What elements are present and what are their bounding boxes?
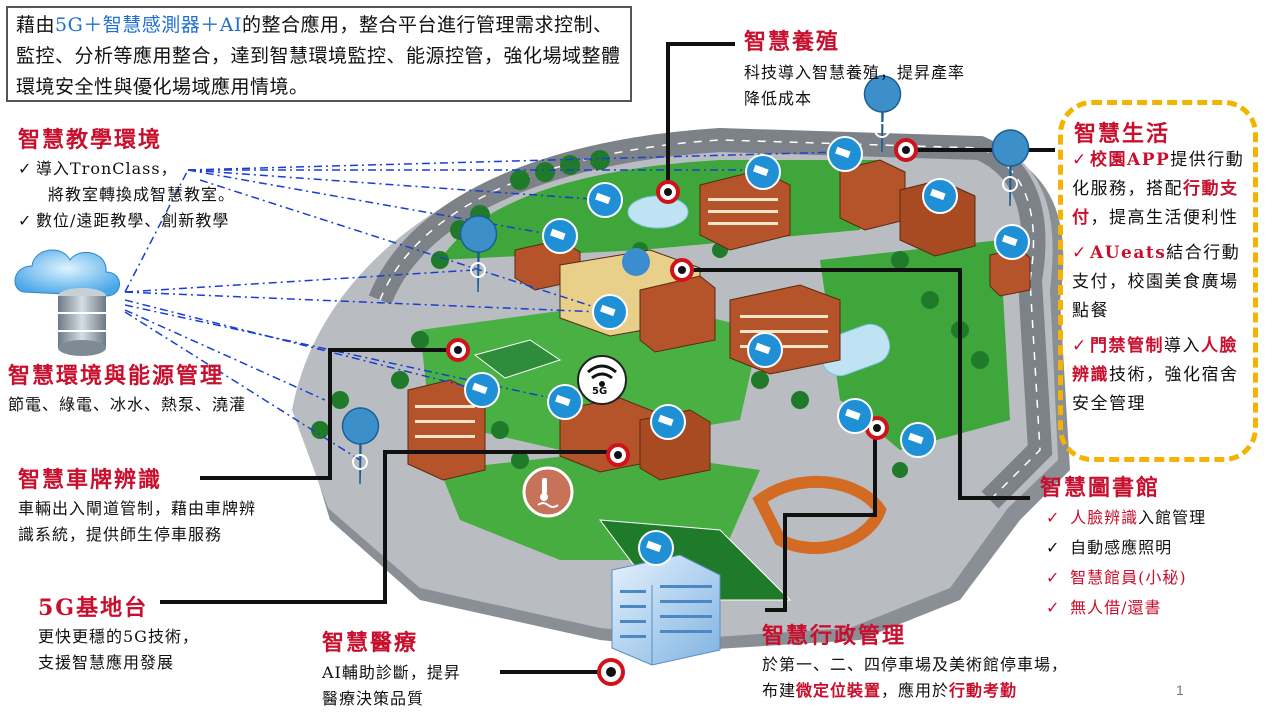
network-dashed-lines xyxy=(124,151,841,461)
check-icon: ✓ xyxy=(1072,150,1088,170)
running-track xyxy=(752,475,887,554)
energy-line1: 節電、綠電、冰水、熱泵、澆灌 xyxy=(8,395,247,414)
intro-box: 藉由5G＋智慧感測器＋AI的整合應用，整合平台進行管理需求控制、監控、分析等應用… xyxy=(6,6,632,102)
callout-lines xyxy=(160,42,1055,674)
cloud-server-icon xyxy=(14,249,120,356)
life-hl-aueats: AUeats xyxy=(1090,243,1167,263)
plate-desc: 車輛出入閘道管制，藉由車牌辨 識系統，提供師生停車服務 xyxy=(18,496,256,548)
admin-desc: 於第一、二、四停車場及美術館停車場， 布建微定位裝置，應用於行動考勤 xyxy=(762,652,1068,704)
medical-line2: 醫療決策品質 xyxy=(322,689,425,708)
admin-line2-pre: 布建 xyxy=(762,681,797,700)
life-hl-access: 門禁管制 xyxy=(1090,336,1164,356)
plate-line1: 車輛出入閘道管制，藉由車牌辨 xyxy=(18,499,257,518)
medical-desc: AI輔助診斷，提昇 醫療決策品質 xyxy=(322,660,461,712)
dome xyxy=(622,248,650,276)
admin-hl-attendance: 行動考勤 xyxy=(949,681,1018,700)
teaching-item1b: 將教室轉換成智慧教室。 xyxy=(48,185,236,204)
teaching-item1a: 導入TronClass， xyxy=(36,159,178,178)
life-p3-b: 技術，強化宿舍安全管理 xyxy=(1072,365,1239,414)
location-pin-icon xyxy=(341,75,1030,485)
station-line2: 支援智慧應用發展 xyxy=(38,653,175,672)
aquaculture-line1: 科技導入智慧養殖，提昇產率 xyxy=(744,63,966,82)
energy-title: 智慧環境與能源管理 xyxy=(8,363,225,389)
aquaculture-desc: 科技導入智慧養殖，提昇產率 降低成本 xyxy=(744,60,965,112)
check-icon: ✓ xyxy=(1046,598,1061,617)
library-i2: 自動感應照明 xyxy=(1070,538,1173,557)
life-title: 智慧生活 xyxy=(1074,121,1171,147)
teaching-item2: 數位/遠距教學、創新教學 xyxy=(36,211,230,230)
check-icon: ✓ xyxy=(1046,538,1061,557)
intro-pre: 藉由 xyxy=(16,14,56,36)
intro-post: 的整合應用，整合平台進行管理需求控制、監控、分析等應用整合，達到智慧環境監控、能… xyxy=(16,14,621,98)
life-hl-app: 校園APP xyxy=(1090,150,1171,170)
library-desc: ✓ 人臉辨識入館管理 ✓ 自動感應照明 ✓ 智慧館員(小秘) ✓ 無人借/還書 xyxy=(1046,503,1206,623)
check-icon: ✓ xyxy=(1072,243,1088,263)
admin-title: 智慧行政管理 xyxy=(762,623,907,649)
station-title: 5G基地台 xyxy=(38,595,149,621)
intro-highlight: 5G＋智慧感測器＋AI xyxy=(55,14,243,36)
library-title: 智慧圖書館 xyxy=(1040,475,1161,501)
library-i3-post: (小秘) xyxy=(1138,568,1187,587)
check-icon: ✓ xyxy=(1046,568,1061,587)
plate-title: 智慧車牌辨識 xyxy=(18,467,163,493)
page-number: 1 xyxy=(1176,682,1184,698)
admin-line1: 於第一、二、四停車場及美術館停車場， xyxy=(762,655,1069,674)
hospital-icon xyxy=(611,554,721,666)
medical-title: 智慧醫療 xyxy=(322,630,419,656)
life-p1-a: 提供行動化服務，搭配 xyxy=(1072,150,1245,199)
badge-5g: 5G xyxy=(592,386,608,397)
life-hl-face: 人臉辨識 xyxy=(1072,336,1238,385)
station-line1: 更快更穩的5G技術， xyxy=(38,627,199,646)
medical-line1: AI輔助診斷，提昇 xyxy=(322,663,461,682)
tree-cluster xyxy=(311,150,989,478)
admin-hl-positioning: 微定位裝置 xyxy=(796,681,882,700)
library-hl-librarian: 智慧館員 xyxy=(1070,568,1139,587)
admin-line2-mid: ，應用於 xyxy=(881,681,950,700)
life-p1-b: ，提高生活便利性 xyxy=(1090,208,1239,228)
teaching-title: 智慧教學環境 xyxy=(18,127,163,153)
sensor-icon xyxy=(522,466,574,518)
smart-life-box xyxy=(1058,100,1258,462)
station-desc: 更快更穩的5G技術， 支援智慧應用發展 xyxy=(38,624,199,676)
aquaculture-title: 智慧養殖 xyxy=(744,29,841,55)
library-i1-post: 入館管理 xyxy=(1138,508,1207,527)
tennis-courts xyxy=(473,339,562,379)
library-i4: 無人借/還書 xyxy=(1070,598,1162,617)
library-hl-face: 人臉辨識 xyxy=(1070,508,1139,527)
plate-line2: 識系統，提供師生停車服務 xyxy=(18,525,223,544)
camera-icon xyxy=(464,136,1030,566)
life-hl-pay: 行動支付 xyxy=(1072,179,1239,228)
aquaculture-line2: 降低成本 xyxy=(744,89,813,108)
pond xyxy=(627,195,689,229)
lawn-east xyxy=(820,240,1010,450)
life-desc: ✓校園APP提供行動化服務，搭配行動支付，提高生活便利性 ✓AUeats結合行動… xyxy=(1072,146,1256,419)
check-icon: ✓ xyxy=(18,211,33,230)
life-p2-a: 結合行動支付，校園美食廣場點餐 xyxy=(1072,243,1241,321)
check-icon: ✓ xyxy=(1072,336,1088,356)
life-p3-a: 導入 xyxy=(1164,336,1201,356)
wifi-icon xyxy=(577,355,627,405)
check-icon: ✓ xyxy=(1046,508,1061,527)
teaching-desc: ✓導入TronClass， 將教室轉換成智慧教室。 ✓數位/遠距教學、創新教學 xyxy=(18,156,235,234)
check-icon: ✓ xyxy=(18,159,33,178)
